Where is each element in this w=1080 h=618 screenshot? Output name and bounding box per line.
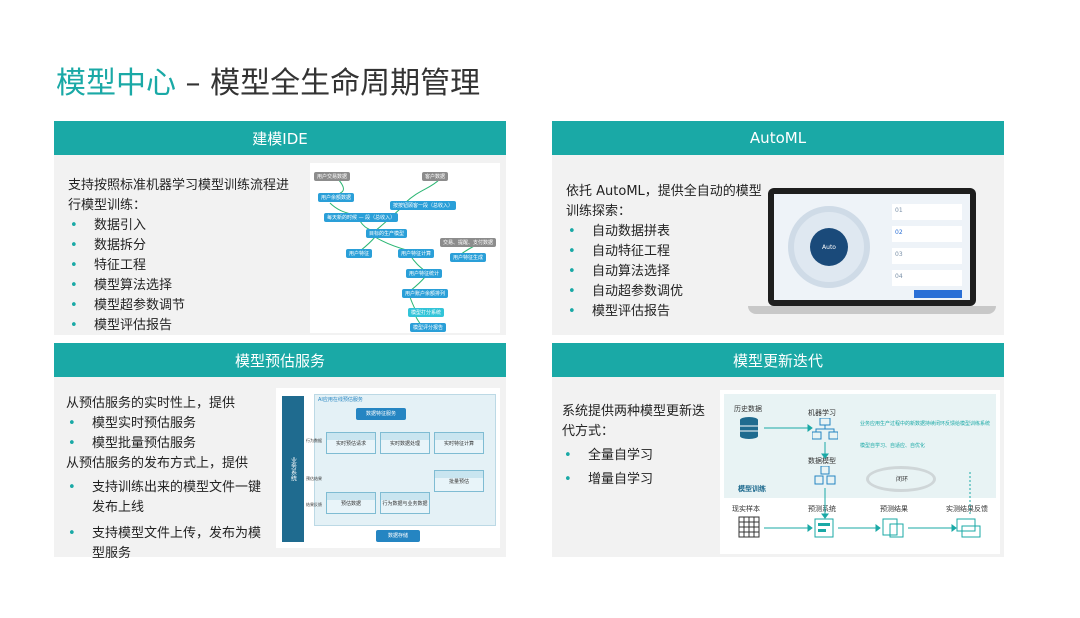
list-item: 全量自学习 — [562, 446, 712, 466]
list-item: 自动特征工程 — [566, 242, 766, 262]
step-row: 02 — [892, 226, 962, 242]
list-item: 特征工程 — [68, 256, 298, 276]
flow-node: 按按钮顾客一段（总收入） — [390, 201, 457, 210]
ide-intro: 支持按照标准机器学习模型训练流程进行模型训练： — [68, 178, 290, 213]
update-intro: 系统提供两种模型更新迭代方式： — [562, 404, 706, 439]
screen-button — [914, 290, 962, 298]
note: 业务应用生产过程中的新数据持续闭环反馈给模型训练系统 — [860, 421, 991, 427]
dial — [788, 206, 870, 288]
service-list1: 模型实时预估服务 模型批量预估服务 — [66, 414, 266, 454]
list-item: 自动算法选择 — [566, 262, 766, 282]
flow-node: 用户账户余额排列 — [402, 289, 449, 298]
flow-edges — [329, 178, 481, 328]
automl-header: AutoML — [552, 121, 1004, 155]
ide-list: 数据引入 数据拆分 特征工程 模型算法选择 模型超参数调节 模型评估报告 — [68, 216, 298, 336]
list-item: 模型超参数调节 — [68, 296, 298, 316]
flow-node: 用户特征 — [346, 249, 373, 258]
train-label: 模型训练 — [738, 485, 766, 493]
list-item: 模型批量预估服务 — [66, 434, 266, 454]
svc-box: 行为数据与业务数据 — [380, 492, 430, 514]
form-icon — [814, 518, 834, 538]
list-item: 模型评估报告 — [566, 302, 766, 322]
list-item: 数据拆分 — [68, 236, 298, 256]
list-item: 自动超参数调优 — [566, 282, 766, 302]
arrow-label: 结果反馈 — [306, 502, 322, 507]
bottom-label: 实测结果反馈 — [946, 505, 988, 513]
flow-node: 交易、提醒、支付数据 — [440, 238, 497, 247]
step-row: 03 — [892, 248, 962, 264]
laptop-base — [748, 306, 996, 314]
automl-list: 自动数据拼表 自动特征工程 自动算法选择 自动超参数调优 模型评估报告 — [566, 222, 766, 322]
svc-box: 预估数据 — [326, 492, 376, 514]
loop-label: 闭环 — [896, 476, 909, 483]
service-list2: 支持训练出来的模型文件一键发布上线 支持模型文件上传，发布为模型服务 — [66, 478, 266, 564]
arrow-label: 行为数据 — [306, 438, 322, 443]
ml-label: 机器学习 — [808, 409, 836, 417]
service-diagram: 业务系统 AI应用在线预估服务 数据特征服务 实时预估请求 实时数据处理 实时特… — [276, 388, 500, 548]
flow-node: 模型打分系统 — [408, 308, 445, 317]
ide-text: 支持按照标准机器学习模型训练流程进行模型训练： 数据引入 数据拆分 特征工程 模… — [68, 176, 298, 336]
bottom-label: 现实样本 — [732, 505, 760, 513]
ide-header: 建模IDE — [54, 121, 506, 155]
svc-box: 批量预估 — [434, 470, 484, 492]
arrow-label: 预估结果 — [306, 476, 322, 481]
list-item: 支持模型文件上传，发布为模型服务 — [66, 524, 266, 564]
automl-intro: 依托 AutoML，提供全自动的模型训练探索： — [566, 184, 762, 219]
feedback-icon — [956, 518, 982, 538]
svc-box: 实时特征计算 — [434, 432, 484, 454]
feature-service: 数据特征服务 — [356, 408, 406, 420]
flow-node: 每天新的时候 — 段（总收入） — [324, 213, 399, 222]
list-item: 自动数据拼表 — [566, 222, 766, 242]
flow-node: 用户特征计算 — [398, 249, 435, 258]
network-icon — [812, 418, 838, 440]
flow-node: 用户余额数据 — [318, 193, 355, 202]
list-item: 模型算法选择 — [68, 276, 298, 296]
note: 模型自学习、自适应、自优化 — [860, 443, 926, 449]
update-list: 全量自学习 增量自学习 — [562, 446, 712, 490]
cubes-icon — [814, 466, 836, 486]
list-item: 支持训练出来的模型文件一键发布上线 — [66, 478, 266, 518]
train-area — [724, 394, 996, 498]
automl-text: 依托 AutoML，提供全自动的模型训练探索： 自动数据拼表 自动特征工程 自动… — [566, 182, 766, 322]
flow-arrows — [764, 424, 971, 532]
screen-content: Auto 01 02 03 04 — [774, 194, 970, 300]
flow-node: 用户特征生成 — [450, 253, 487, 262]
svc-box: 实时预估请求 — [326, 432, 376, 454]
result-icon — [882, 518, 904, 538]
model-label: 数据模型 — [808, 457, 836, 465]
update-text: 系统提供两种模型更新迭代方式： 全量自学习 增量自学习 — [562, 402, 712, 490]
update-header: 模型更新迭代 — [552, 343, 1004, 377]
svc-box: 实时数据处理 — [380, 432, 430, 454]
flow-node: 模型评分报告 — [410, 323, 447, 332]
step-row: 01 — [892, 204, 962, 220]
list-item: 增量自学习 — [562, 470, 712, 490]
service-header: 模型预估服务 — [54, 343, 506, 377]
ide-flow-diagram: 用户交易数据 客户数据 用户余额数据 按按钮顾客一段（总收入） 每天新的时候 —… — [310, 163, 500, 333]
laptop-screen: Auto 01 02 03 04 — [768, 188, 976, 306]
service-area-label: AI应用在线预估服务 — [318, 397, 363, 403]
side-system: 业务系统 — [282, 396, 304, 542]
service-text: 从预估服务的实时性上，提供 模型实时预估服务 模型批量预估服务 从预估服务的发布… — [66, 394, 266, 564]
history-label: 历史数据 — [734, 405, 762, 413]
calendar-icon — [738, 516, 760, 538]
update-diagram: 历史数据 机器学习 数据模型 模型训练 业务应用生产过程中的新数据持续闭环反馈给… — [720, 390, 1000, 554]
service-intro1: 从预估服务的实时性上，提供 — [66, 396, 236, 411]
dial-center: Auto — [810, 228, 848, 266]
flow-node: 客户数据 — [422, 172, 449, 181]
data-storage: 数据存储 — [376, 530, 420, 542]
laptop-image: Auto 01 02 03 04 — [748, 188, 996, 318]
list-item: 模型评估报告 — [68, 316, 298, 336]
bottom-label: 预测系统 — [808, 505, 836, 513]
service-intro2: 从预估服务的发布方式上，提供 — [66, 456, 249, 471]
step-row: 04 — [892, 270, 962, 286]
page-title: 模型中心 – 模型全生命周期管理 — [56, 66, 481, 101]
database-icon — [738, 416, 760, 440]
list-item: 模型实时预估服务 — [66, 414, 266, 434]
flow-node: 用户特征统计 — [406, 269, 443, 278]
bottom-label: 预测结果 — [880, 505, 908, 513]
list-item: 数据引入 — [68, 216, 298, 236]
loop-ring — [866, 466, 936, 492]
flow-node: 目标的生产模型 — [366, 229, 408, 238]
flow-node: 用户交易数据 — [314, 172, 351, 181]
